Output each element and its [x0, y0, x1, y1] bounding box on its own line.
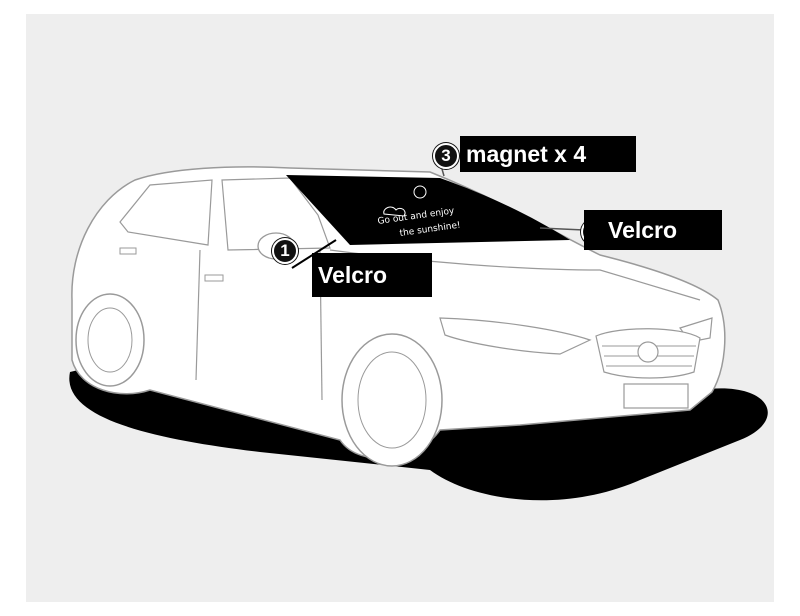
- cloud-icon: [383, 206, 406, 217]
- rear-wheel-inner: [87, 307, 133, 373]
- callout-velcro-left-label: Velcro: [312, 253, 432, 297]
- callout-number-3: 3: [433, 143, 459, 169]
- door-line: [195, 249, 201, 381]
- callout-magnet-label: magnet x 4: [460, 136, 636, 172]
- rear-side-window: [119, 179, 213, 246]
- callout-velcro-right-label: Velcro: [584, 210, 722, 250]
- rear-wheel: [75, 293, 145, 387]
- door-handle: [204, 274, 224, 282]
- windshield-sunshade: [286, 175, 570, 245]
- front-side-window: [221, 177, 331, 251]
- callout-number-1: 1: [272, 238, 298, 264]
- brand-emblem: [637, 341, 659, 363]
- door-handle-2: [119, 247, 137, 255]
- license-plate: [623, 383, 689, 409]
- front-wheel: [341, 333, 443, 467]
- front-wheel-inner: [357, 351, 427, 449]
- sun-icon: [413, 185, 427, 199]
- leader-line-2: [539, 227, 585, 231]
- headlight: [439, 317, 592, 355]
